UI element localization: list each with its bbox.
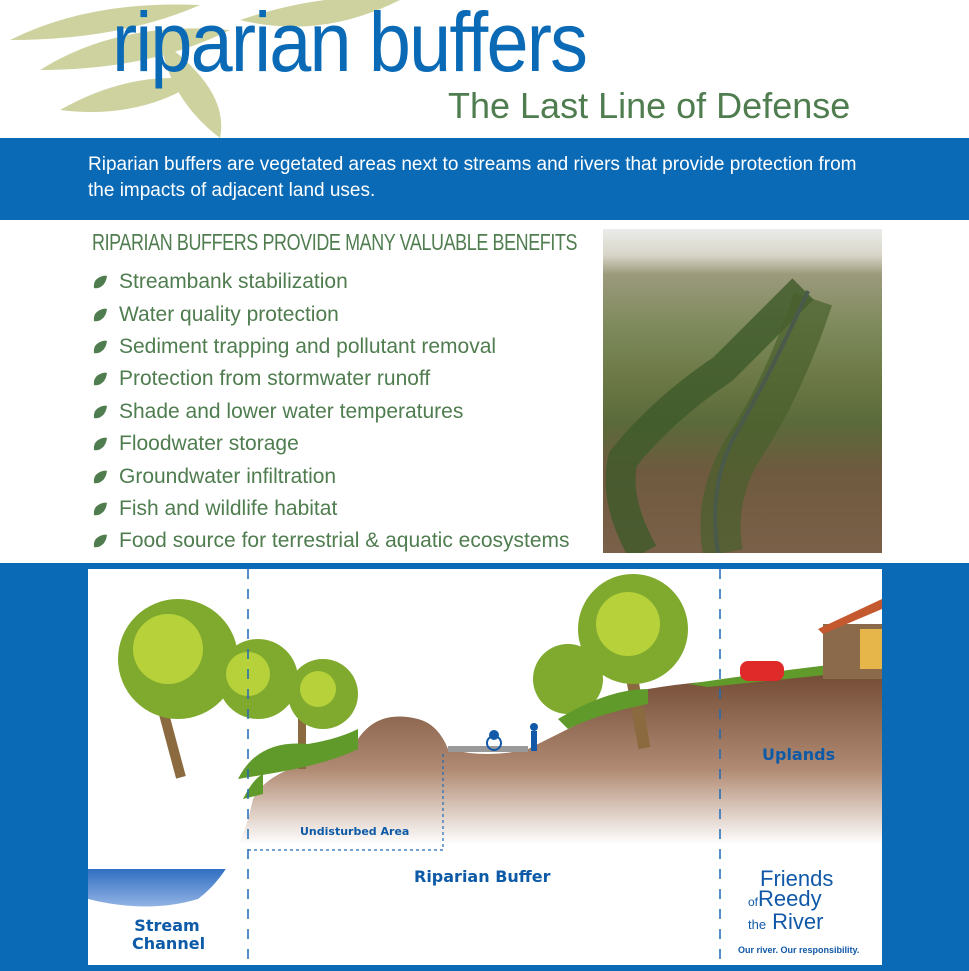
stream-water xyxy=(88,869,238,910)
benefit-item: Protection from stormwater runoff xyxy=(92,363,570,395)
intro-text: Riparian buffers are vegetated areas nex… xyxy=(88,154,857,201)
leaf-bullet-icon xyxy=(93,437,107,451)
benefit-item: Groundwater infiltration xyxy=(92,460,570,492)
people-icons xyxy=(486,723,538,751)
benefit-text: Streambank stabilization xyxy=(119,270,348,294)
benefit-item: Streambank stabilization xyxy=(92,266,570,298)
logo-tagline: Our river. Our responsibility. xyxy=(738,945,860,955)
benefit-text: Shade and lower water temperatures xyxy=(119,399,464,423)
undisturbed-area-label: Undisturbed Area xyxy=(300,825,410,838)
leaf-bullet-icon xyxy=(93,405,107,418)
leaf-decoration xyxy=(10,0,400,138)
page-subtitle: The Last Line of Defense xyxy=(448,85,851,126)
logo-the: the xyxy=(748,917,767,932)
aerial-photo xyxy=(603,229,882,561)
house-icon xyxy=(818,599,882,679)
channel-label: Channel xyxy=(132,934,206,953)
benefit-text: Fish and wildlife habitat xyxy=(119,496,338,520)
friends-of-reedy-river-logo: Friends ofReedy the River Our river. Our … xyxy=(738,866,859,956)
benefit-item: Floodwater storage xyxy=(92,428,570,460)
car-icon xyxy=(740,661,784,681)
benefit-text: Protection from stormwater runoff xyxy=(119,367,431,391)
stream-channel-label: Stream Channel xyxy=(132,916,206,953)
leaf-bullet-icon xyxy=(93,470,107,483)
benefit-text: Sediment trapping and pollutant removal xyxy=(119,334,497,358)
benefit-text: Groundwater infiltration xyxy=(119,464,337,488)
benefit-item: Fish and wildlife habitat xyxy=(92,493,570,525)
leaf-bullet-icon xyxy=(93,275,107,289)
page-title: riparian buffers xyxy=(112,0,588,89)
benefit-text: Water quality protection xyxy=(119,302,339,326)
logo-river: River xyxy=(772,909,824,934)
benefit-item: Shade and lower water temperatures xyxy=(92,396,570,428)
riparian-diagram: Stream Channel Undisturbed Area Riparian… xyxy=(88,569,882,965)
benefit-item: Sediment trapping and pollutant removal xyxy=(92,331,570,363)
logo-friends: Friends xyxy=(760,866,834,891)
intro-band xyxy=(0,138,969,220)
leaf-bullet-icon xyxy=(93,502,107,516)
leaf-bullet-icon xyxy=(93,534,107,548)
logo-reedy: Reedy xyxy=(758,886,822,911)
landscape-illustration xyxy=(88,569,882,965)
benefit-text: Food source for terrestrial & aquatic ec… xyxy=(119,529,570,553)
leaf-bullet-icon xyxy=(93,308,107,321)
benefit-text: Floodwater storage xyxy=(119,432,299,456)
logo-of: of xyxy=(748,895,759,909)
riparian-buffer-label: Riparian Buffer xyxy=(414,867,551,886)
stream-label: Stream xyxy=(134,916,200,935)
benefit-item: Water quality protection xyxy=(92,298,570,330)
leaf-bullet-icon xyxy=(93,340,107,354)
ground xyxy=(88,664,882,965)
uplands-label: Uplands xyxy=(762,745,836,764)
leaf-bullet-icon xyxy=(93,373,107,386)
benefits-heading: RIPARIAN BUFFERS PROVIDE MANY VALUABLE B… xyxy=(92,229,578,255)
benefit-item: Food source for terrestrial & aquatic ec… xyxy=(92,525,570,557)
